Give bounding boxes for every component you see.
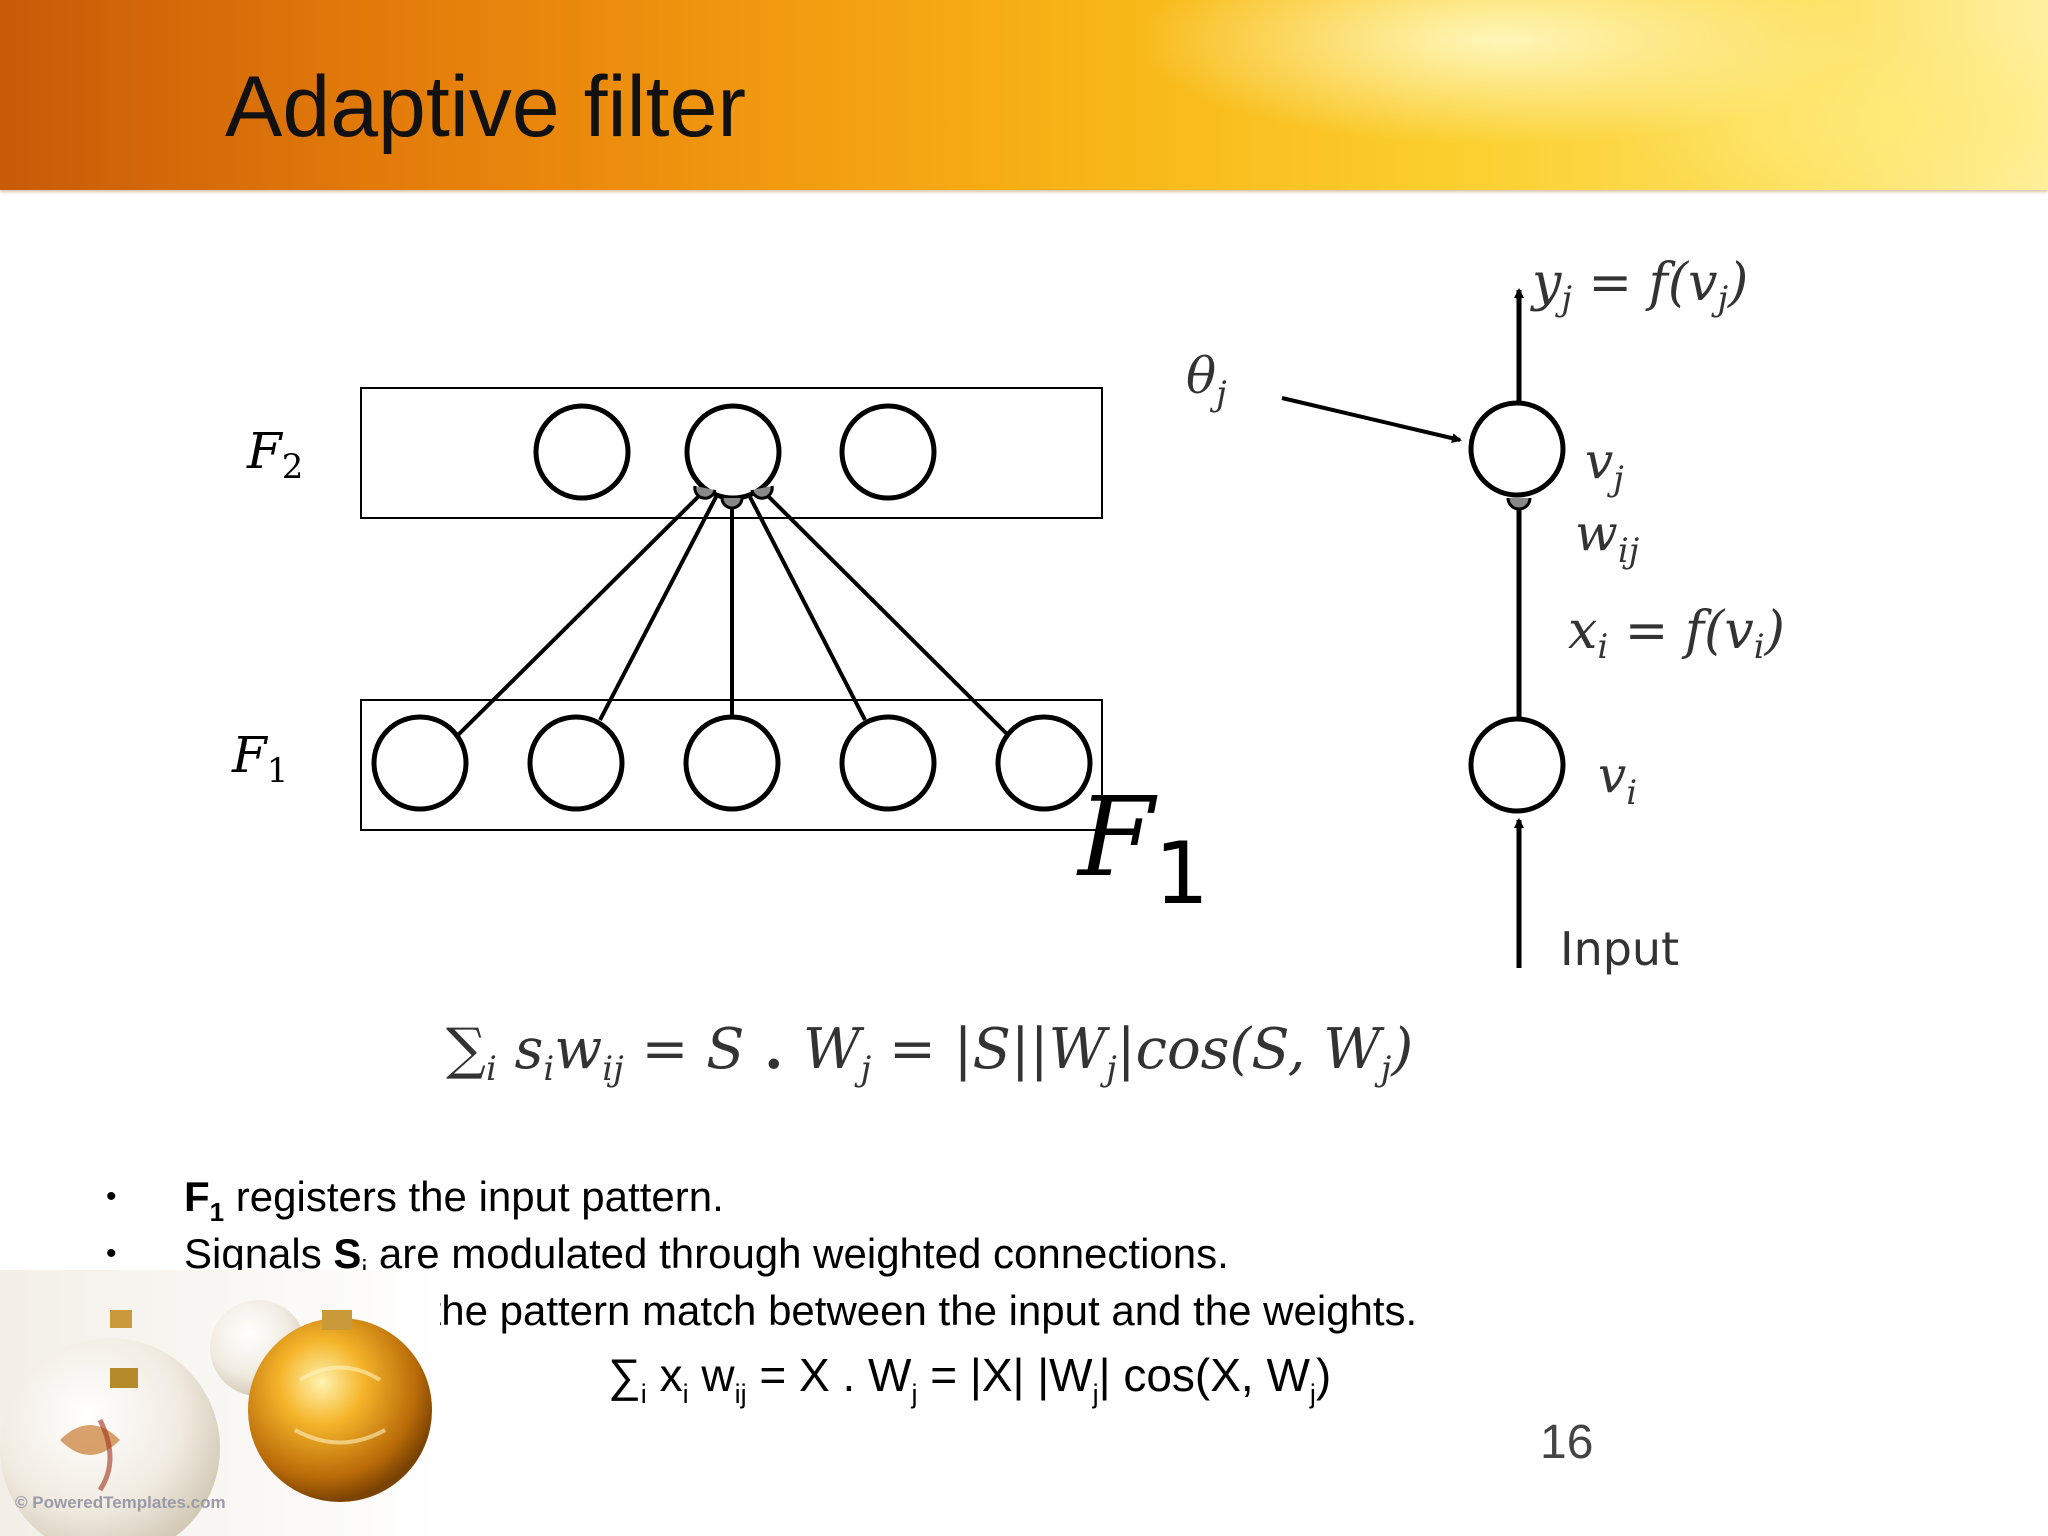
f1-overlay-label: F1	[1076, 773, 1209, 924]
f1-node-5	[995, 714, 1093, 812]
vi-label: vi	[1598, 746, 1637, 813]
synapse-marker-wij	[1506, 497, 1532, 511]
theta-label: θj	[1186, 347, 1227, 414]
vj-label: vj	[1585, 432, 1624, 499]
output-equation: yj = f(vj)	[1530, 253, 1748, 319]
input-label: Input	[1560, 922, 1679, 976]
f1-node-1	[371, 714, 469, 812]
ornament-gold	[248, 1318, 432, 1502]
bullet-item-1: F1 registers the input pattern.	[100, 1168, 1417, 1225]
f1-node-3	[683, 714, 781, 812]
input-node-vi	[1468, 716, 1566, 814]
weighted-connections	[456, 488, 1010, 737]
bottom-equation: ∑i xi wij = X . Wj = |X| |Wj| cos(X, Wj)	[608, 1349, 1332, 1409]
synapse-markers	[693, 485, 774, 510]
christmas-ornaments-decoration	[0, 1270, 440, 1536]
adaptive-filter-diagram: F2 F1 F1 yj = f(vj) θj vj wij xi = f(vi)…	[231, 253, 1785, 1089]
f2-node-1	[533, 403, 631, 501]
f2-node-3	[839, 403, 937, 501]
match-equation: ∑i siwij = S . Wj = |S||Wj|cos(S, Wj)	[446, 1016, 1413, 1089]
f2-node-2	[684, 403, 782, 501]
wij-label: wij	[1575, 504, 1640, 571]
slide-number: 16	[1540, 1416, 1594, 1469]
slide-title: Adaptive filter	[225, 59, 747, 155]
f1-node-4	[839, 714, 937, 812]
footer-credit: © PoweredTemplates.com	[15, 1493, 226, 1512]
f1-label: F1	[231, 726, 288, 791]
xi-equation: xi = f(vi)	[1568, 601, 1785, 667]
f2-label: F2	[246, 422, 303, 487]
f1-node-2	[527, 714, 625, 812]
title-banner	[0, 0, 2048, 190]
output-node-vj	[1468, 400, 1566, 498]
theta-arrow	[1281, 396, 1462, 444]
bullet-item-2: Signals Si are modulated through weighte…	[100, 1225, 1417, 1282]
